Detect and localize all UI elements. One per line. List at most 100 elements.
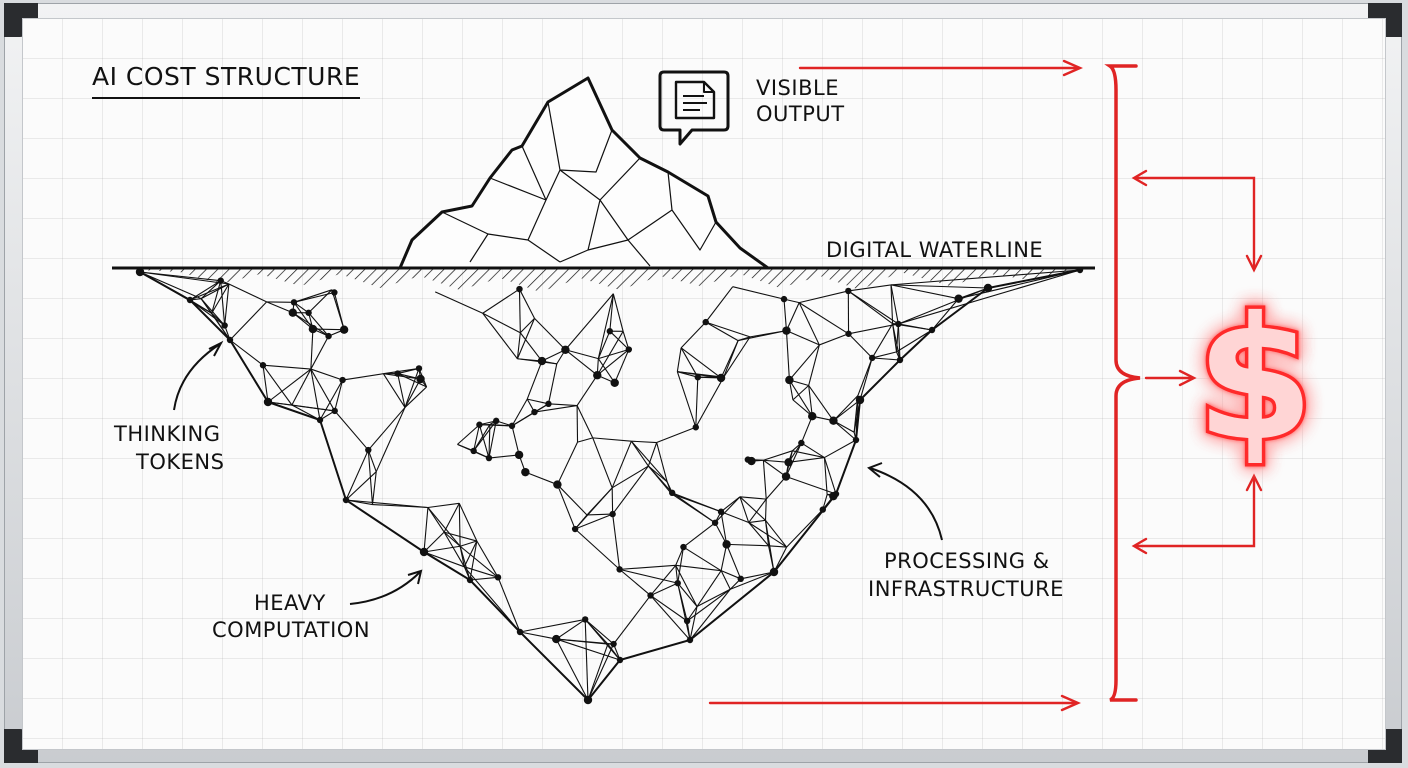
network-edge xyxy=(266,301,294,314)
network-edge xyxy=(650,582,678,596)
network-edge xyxy=(556,484,576,530)
network-edge xyxy=(764,499,767,521)
network-edge xyxy=(443,531,465,568)
network-edge xyxy=(473,420,497,452)
network-node xyxy=(784,458,793,467)
network-edge xyxy=(383,373,421,380)
network-edge xyxy=(434,291,483,314)
network-node xyxy=(692,424,699,431)
network-edge xyxy=(705,321,751,338)
network-edge xyxy=(892,323,898,352)
network-node xyxy=(494,574,502,581)
network-edge xyxy=(397,373,427,388)
network-edge xyxy=(768,545,787,548)
network-edge xyxy=(833,420,857,441)
visible-output-label-line2: OUTPUT xyxy=(756,102,845,126)
network-node xyxy=(508,422,516,430)
network-edge xyxy=(224,283,230,326)
network-edge xyxy=(267,368,312,403)
network-edge xyxy=(577,437,593,443)
network-node xyxy=(593,371,602,380)
network-node xyxy=(845,330,852,337)
network-node xyxy=(716,373,726,383)
network-edge xyxy=(647,442,658,467)
network-edge xyxy=(650,564,677,596)
network-edge xyxy=(482,288,520,314)
network-edge xyxy=(139,271,202,300)
network-edge xyxy=(459,546,465,567)
network-edge xyxy=(848,333,873,359)
network-node xyxy=(531,408,538,416)
document-chat-icon xyxy=(658,70,730,146)
network-edge xyxy=(763,450,793,461)
network-node xyxy=(683,617,691,625)
network-edge xyxy=(695,376,725,428)
network-edge xyxy=(482,312,518,360)
network-node xyxy=(339,376,346,384)
network-edge xyxy=(890,284,899,325)
network-edge xyxy=(848,290,899,325)
network-edge xyxy=(443,531,461,547)
network-edge xyxy=(785,330,790,381)
svg-text:$: $ xyxy=(1196,281,1314,479)
network-edge xyxy=(714,496,741,524)
network-edge xyxy=(229,339,264,366)
network-edge xyxy=(228,283,267,303)
network-node xyxy=(610,640,617,648)
network-edge xyxy=(293,291,335,303)
network-edge xyxy=(686,588,731,622)
network-node xyxy=(647,592,654,599)
network-edge xyxy=(763,459,787,477)
network-edge xyxy=(519,631,557,640)
network-node xyxy=(545,400,552,408)
network-edge xyxy=(458,503,461,547)
network-edge xyxy=(823,457,828,495)
network-edge xyxy=(898,287,989,325)
network-edge xyxy=(565,349,599,360)
network-edge xyxy=(630,440,668,483)
network-edge xyxy=(705,286,734,323)
network-edge xyxy=(427,502,460,509)
network-edge xyxy=(541,349,566,362)
network-edge xyxy=(612,293,624,332)
network-edge xyxy=(890,284,959,300)
network-edge xyxy=(383,367,420,375)
network-node xyxy=(782,326,791,335)
network-edge xyxy=(732,286,785,300)
network-edge xyxy=(519,618,586,633)
network-edge xyxy=(458,503,478,542)
network-edge xyxy=(584,619,614,645)
network-edge xyxy=(229,301,268,341)
network-edge xyxy=(677,371,698,378)
network-edge xyxy=(896,329,933,353)
network-edge xyxy=(739,496,767,500)
network-edge xyxy=(423,545,461,553)
processing-label-line2: INFRASTRUCTURE xyxy=(868,577,1064,601)
network-edge xyxy=(801,442,825,459)
network-node xyxy=(571,525,579,533)
network-node xyxy=(744,456,752,463)
network-node xyxy=(331,289,338,296)
network-edge xyxy=(609,293,614,332)
network-edge xyxy=(848,284,892,292)
network-edge xyxy=(331,289,345,330)
network-edge xyxy=(680,347,699,378)
processing-arrowhead xyxy=(867,462,883,478)
network-edge xyxy=(808,385,834,422)
network-edge xyxy=(689,606,698,641)
network-edge xyxy=(788,457,825,463)
thinking-tokens-label-line1: THINKING xyxy=(114,422,221,446)
network-node xyxy=(717,508,725,515)
network-edge xyxy=(459,540,478,547)
network-node xyxy=(514,450,524,460)
network-edge xyxy=(423,507,429,553)
network-edge xyxy=(516,332,521,359)
network-edge xyxy=(518,289,521,333)
network-edge xyxy=(576,405,594,439)
network-edge xyxy=(534,404,578,413)
network-node xyxy=(365,446,372,454)
network-edge xyxy=(423,531,445,553)
network-edge xyxy=(310,335,330,370)
network-edge xyxy=(677,371,724,378)
